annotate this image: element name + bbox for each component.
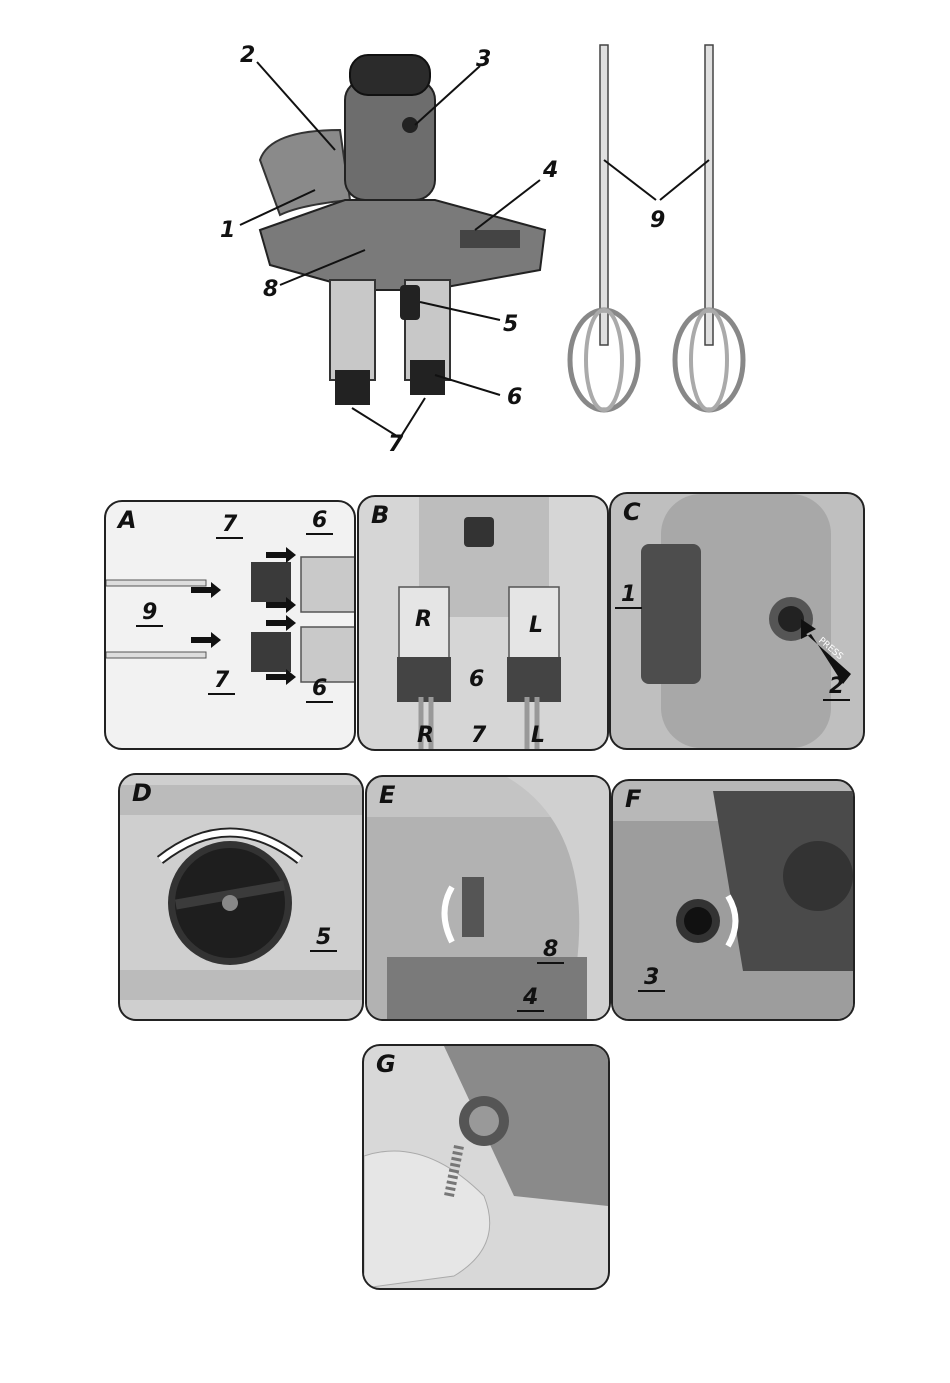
panel-d-letter: D — [132, 779, 152, 807]
panel-e-drawing — [367, 777, 609, 1019]
callout-3: 3 — [476, 47, 491, 72]
panel-c: C PRESS 1 2 — [609, 492, 865, 750]
panel-e-letter: E — [379, 781, 395, 809]
paddles-figure — [560, 40, 760, 440]
panel-e-label-4: 4 — [517, 985, 544, 1012]
panel-c-letter: C — [623, 498, 641, 526]
panel-b-label-r-bottom: R — [417, 723, 434, 748]
callout-9: 9 — [650, 208, 665, 233]
panel-d-drawing — [120, 775, 362, 1019]
panel-c-label-2: 2 — [823, 674, 850, 701]
callout-6: 6 — [507, 385, 522, 410]
panel-b-label-l-bottom: L — [531, 723, 545, 748]
panel-a-label-7-top: 7 — [216, 512, 243, 539]
panel-f: F 3 — [611, 779, 855, 1021]
panel-b: B R L 6 R 7 L — [357, 495, 609, 751]
callout-2: 2 — [240, 43, 255, 68]
panel-e: E 8 4 — [365, 775, 611, 1021]
mixing-paddles-drawing — [560, 40, 760, 440]
callout-5: 5 — [503, 312, 518, 337]
panel-b-letter: B — [371, 501, 389, 529]
panel-a: A 7 6 9 7 6 — [104, 500, 356, 750]
panel-g-letter: G — [376, 1050, 396, 1078]
callout-8: 8 — [263, 277, 278, 302]
panel-e-label-8: 8 — [537, 937, 564, 964]
panel-b-label-l-top: L — [529, 613, 543, 638]
panel-c-drawing — [611, 494, 863, 748]
panel-g-drawing — [364, 1046, 608, 1288]
callout-1: 1 — [220, 218, 235, 243]
panel-d: D 5 — [118, 773, 364, 1021]
callout-4: 4 — [543, 158, 558, 183]
callout-7: 7 — [388, 432, 403, 457]
panel-a-letter: A — [118, 506, 137, 534]
panel-b-label-7: 7 — [471, 723, 486, 748]
panel-c-label-1: 1 — [615, 582, 642, 609]
panel-b-drawing — [359, 497, 607, 749]
panel-a-label-9: 9 — [136, 600, 163, 627]
panel-f-letter: F — [625, 785, 641, 813]
panel-b-label-r-top: R — [415, 607, 432, 632]
panel-f-label-3: 3 — [638, 965, 665, 992]
mixer-tool-drawing — [200, 40, 560, 460]
panel-d-label-5: 5 — [310, 925, 337, 952]
panel-a-label-6-bottom: 6 — [306, 676, 333, 703]
main-tool-figure — [200, 40, 560, 460]
panel-g: G — [362, 1044, 610, 1290]
panel-a-label-6-top: 6 — [306, 508, 333, 535]
panel-a-label-7-bottom: 7 — [208, 668, 235, 695]
panel-b-label-6: 6 — [469, 667, 484, 692]
